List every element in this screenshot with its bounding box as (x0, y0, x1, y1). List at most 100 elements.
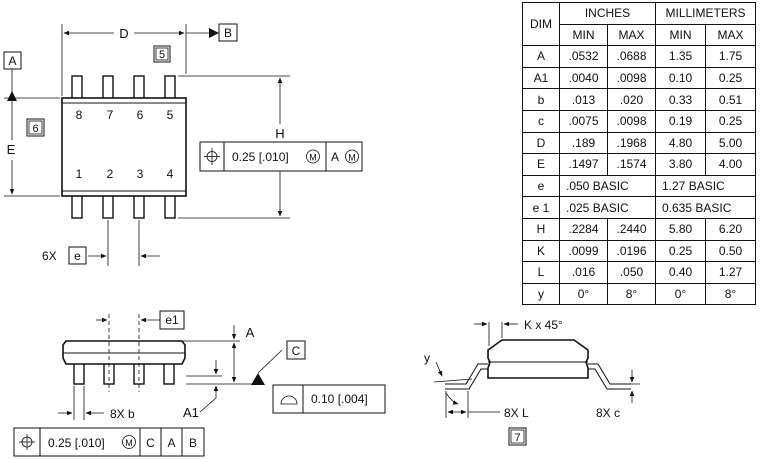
note-6-box (26, 118, 45, 137)
cell-mm-min: 3.80 (655, 153, 706, 176)
cell-in-basic: .025 BASIC (559, 196, 656, 219)
cell-mm-max: 5.00 (705, 131, 756, 155)
cell-mm-min: 0.19 (655, 109, 706, 133)
cell-dim: c (522, 109, 560, 133)
bottom-datum: B (189, 436, 197, 450)
dim-label-a1: A1 (183, 405, 199, 420)
thickness-label: 8X c (596, 406, 620, 420)
datum-c-box (286, 340, 306, 360)
cell-mm-max: 4.00 (705, 153, 756, 176)
svg-text:M: M (125, 438, 133, 448)
cell-mm-min: 0.25 (655, 239, 706, 263)
chamfer-label: K x 45° (524, 318, 563, 332)
position-tolerance-frame: 0.25 [.010] M A M (199, 141, 363, 172)
table-row: b .013 .020 0.33 0.51 (522, 88, 756, 111)
cell-in-max: .1968 (607, 131, 656, 155)
position-datum: A (331, 150, 339, 164)
cell-dim: y (522, 282, 560, 306)
dim-label-d: D (119, 26, 128, 41)
table-header-row: DIM INCHES MILLIMETERS (522, 1, 756, 47)
cell-mm-max: 0.25 (705, 109, 756, 133)
cell-in-max: .2440 (607, 217, 656, 241)
table-row: L .016 .050 0.40 1.27 (522, 261, 756, 284)
cell-dim: b (522, 88, 560, 111)
bottom-datum: C (146, 436, 155, 450)
dim-label-h: H (275, 126, 284, 141)
package-body-end (487, 339, 589, 379)
cell-dim: E (522, 153, 560, 176)
bottom-tolerance-value: 0.25 [.010] (48, 436, 105, 450)
package-body-top (61, 97, 187, 197)
svg-text:M: M (348, 153, 356, 163)
end-view: K x 45° y 8X L 8X c 7 (424, 318, 640, 446)
datum-b: B (224, 26, 232, 40)
cell-mm-max: 1.75 (705, 45, 756, 68)
cell-mm-basic: 1.27 BASIC (655, 174, 756, 198)
pin-bottom (133, 193, 145, 219)
header-millimeters: MILLIMETERS (655, 2, 756, 25)
pin-number: 7 (107, 108, 114, 122)
coplanarity-value: 0.10 [.004] (311, 392, 368, 406)
dim-label-e: E (7, 142, 16, 157)
pin-number: 5 (167, 108, 174, 122)
cell-dim: L (522, 261, 560, 284)
cell-mm-min: 4.80 (655, 131, 706, 155)
datum-a: A (8, 54, 16, 68)
cell-mm-max: 0.25 (705, 66, 756, 90)
cell-in-min: .0099 (559, 239, 608, 263)
cell-mm-max: 6.20 (705, 217, 756, 241)
pin-bottom (164, 193, 176, 219)
datum-a-box (3, 51, 22, 70)
e1-box (159, 310, 185, 330)
cell-in-min: .0040 (559, 66, 608, 90)
cell-in-max: .050 (607, 261, 656, 284)
cell-in-max: .0098 (607, 109, 656, 133)
table-row: K .0099 .0196 0.25 0.50 (522, 239, 756, 263)
cell-mm-min: 0.10 (655, 66, 706, 90)
cell-dim: K (522, 239, 560, 263)
pin-number: 1 (76, 167, 83, 181)
cell-in-max: .020 (607, 88, 656, 111)
cell-mm-basic: 0.635 BASIC (655, 196, 756, 219)
lead-width-label: 8X b (110, 407, 135, 421)
cell-dim: D (522, 131, 560, 155)
cell-dim: A (522, 45, 560, 68)
dimension-table: DIM INCHES MILLIMETERS MIN MAX MIN MAX A… (522, 1, 756, 306)
pin-top (164, 75, 176, 101)
cell-in-max: .0098 (607, 66, 656, 90)
cell-mm-max: 8° (705, 282, 756, 306)
header-dim: DIM (522, 1, 560, 47)
pin-number: 8 (76, 108, 83, 122)
pin-top (71, 75, 83, 101)
cell-in-min: .2284 (559, 217, 608, 241)
header-min: MIN (655, 23, 706, 47)
bottom-position-frame: 0.25 [.010] M C A B (13, 427, 205, 457)
table-row: e 1 .025 BASIC 0.635 BASIC (522, 196, 756, 219)
note-7-box (508, 427, 527, 446)
angle-label: y (424, 351, 430, 365)
datum-c: C (292, 344, 301, 358)
table-row: A .0532 .0688 1.35 1.75 (522, 45, 756, 68)
pitch-prefix: 6X (42, 249, 57, 263)
cell-in-max: 8° (607, 282, 656, 306)
dim-label-a: A (246, 325, 255, 340)
cell-in-min: .0075 (559, 109, 608, 133)
note-7: 7 (514, 432, 520, 444)
header-max: MAX (607, 23, 656, 47)
pin-number: 2 (107, 167, 114, 181)
table-row: D .189 .1968 4.80 5.00 (522, 131, 756, 155)
pin-top (102, 75, 114, 101)
cell-mm-min: 5.80 (655, 217, 706, 241)
note-6: 6 (32, 123, 38, 135)
cell-dim: e 1 (522, 196, 560, 219)
cell-in-max: .0688 (607, 45, 656, 68)
pitch-e-box (68, 246, 87, 265)
cell-in-min: 0° (559, 282, 608, 306)
cell-in-min: .1497 (559, 153, 608, 176)
table-row: c .0075 .0098 0.19 0.25 (522, 109, 756, 133)
pin-bottom (102, 193, 114, 219)
cell-in-min: .016 (559, 261, 608, 284)
pin-bottom (71, 193, 83, 219)
position-tolerance-value: 0.25 [.010] (232, 150, 289, 164)
